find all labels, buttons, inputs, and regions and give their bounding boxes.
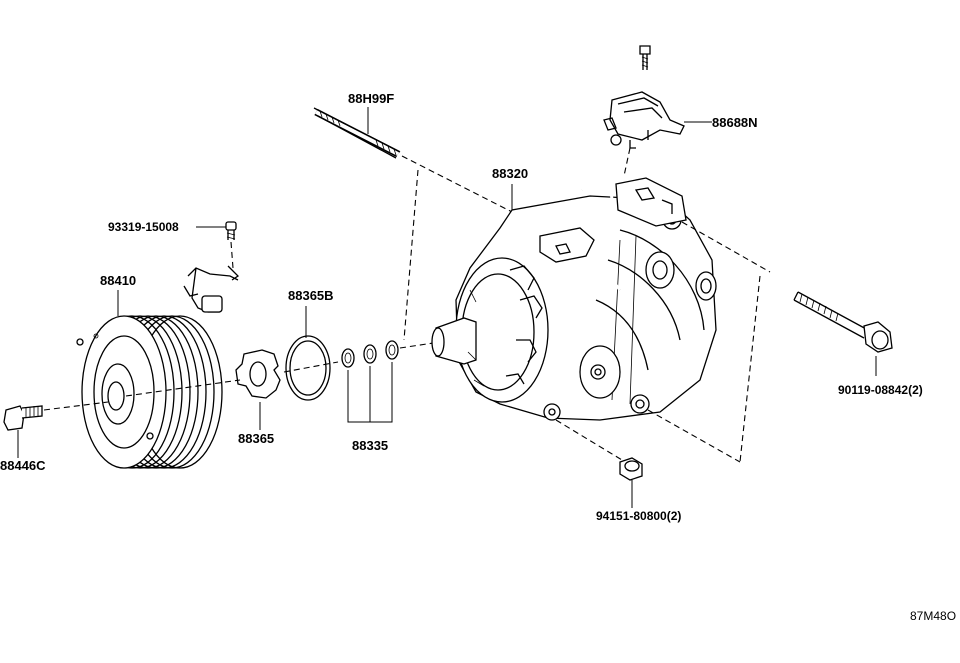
snap-ring-88365b[interactable] — [285, 335, 331, 401]
label-bolt-hub: 88446C — [0, 458, 46, 473]
label-bolt-top: 93319-15008 — [108, 220, 179, 234]
pulley-88410[interactable] — [76, 315, 223, 469]
label-pulley: 88410 — [100, 273, 136, 288]
label-stud: 88H99F — [348, 91, 394, 106]
label-shims: 88335 — [352, 438, 388, 453]
label-connector: 88688N — [712, 115, 758, 130]
label-snap-ring: 88365B — [288, 288, 334, 303]
label-hub-plate: 88365 — [238, 431, 274, 446]
bolt-90119-08842[interactable] — [793, 291, 893, 353]
clutch-wire — [183, 265, 240, 313]
label-compressor: 88320 — [492, 166, 528, 181]
shims-88335[interactable] — [341, 340, 399, 368]
diagram-code: 87M48O — [910, 609, 956, 623]
label-nut: 94151-80800(2) — [596, 509, 681, 523]
nut-94151-80800[interactable] — [619, 457, 643, 481]
compressor-88320[interactable] — [431, 174, 717, 421]
stud-88h99f[interactable] — [313, 107, 401, 159]
connector-88688n[interactable] — [603, 45, 685, 149]
label-bolt-long: 90119-08842(2) — [838, 383, 923, 397]
bolt-88446c[interactable] — [3, 405, 43, 431]
hub-plate-88365[interactable] — [235, 349, 281, 399]
bolt-93319-15008[interactable] — [225, 221, 237, 240]
